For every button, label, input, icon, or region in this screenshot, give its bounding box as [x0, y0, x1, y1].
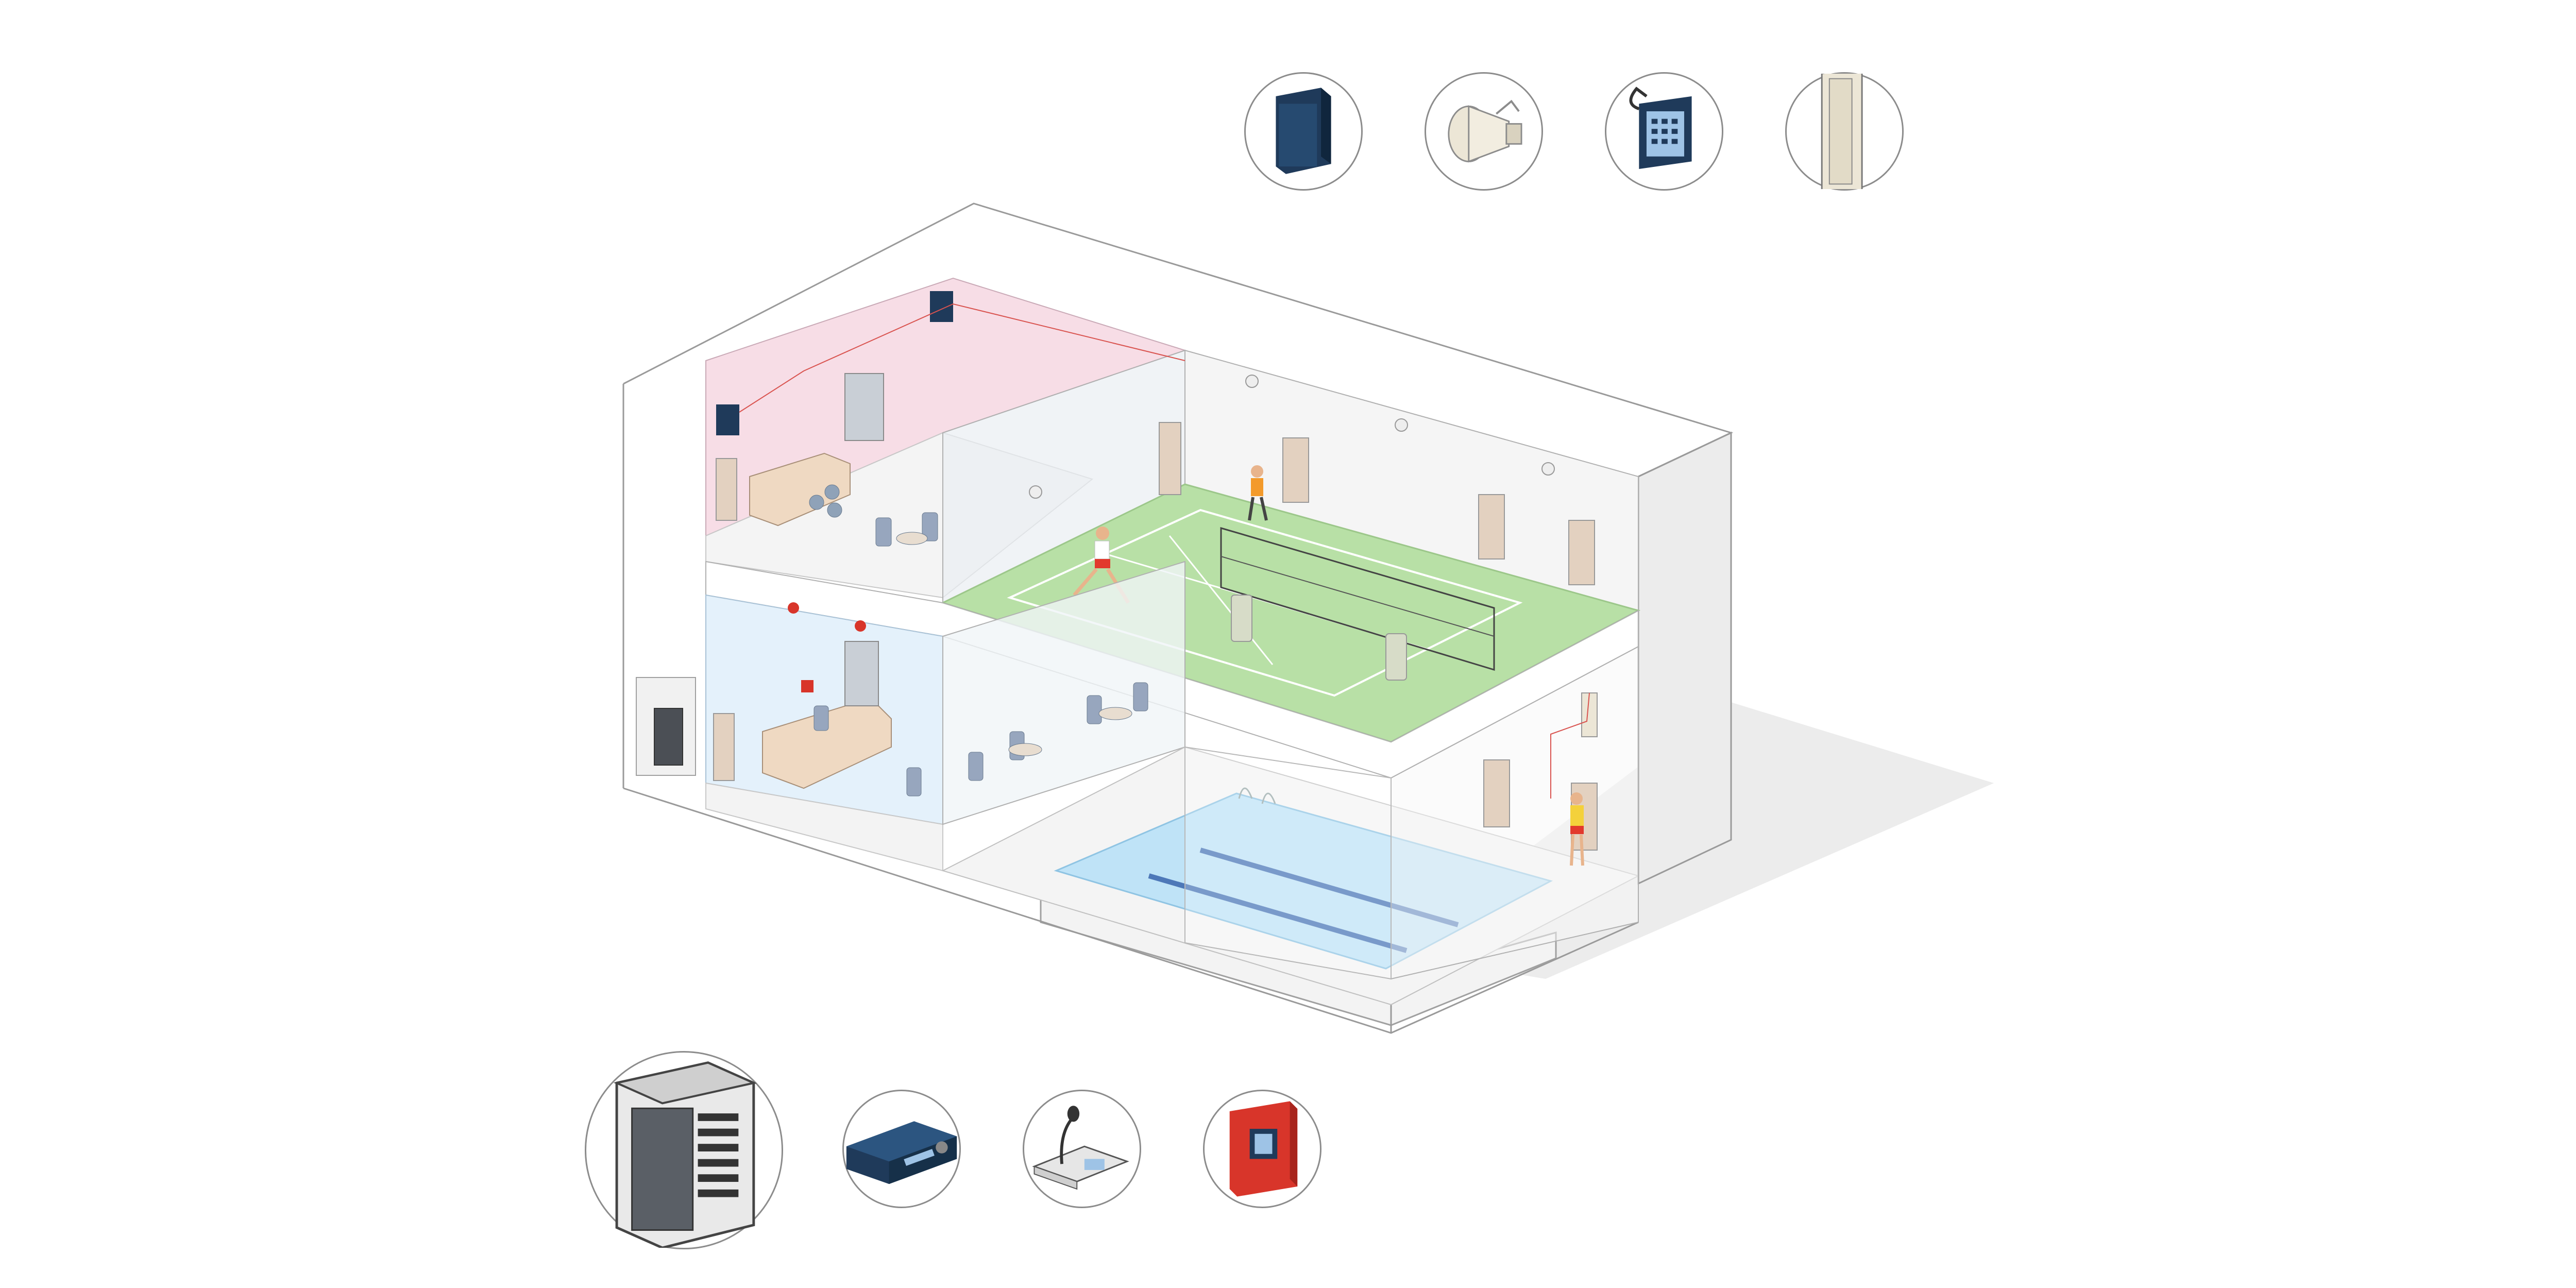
- building-end-wall: [1637, 431, 1732, 885]
- elevator-lower: [844, 641, 879, 706]
- wall-speaker-lobby-2: [930, 291, 953, 322]
- building-roof-outline: [623, 202, 1734, 478]
- fire-bell-2: [855, 620, 866, 632]
- lobby-wiring: [739, 303, 1185, 413]
- pool-column-speaker: [1581, 692, 1598, 737]
- pool-lane-1: [1148, 873, 1408, 953]
- badge-cabinet-speaker: [1244, 72, 1363, 191]
- player-orange: [1248, 465, 1268, 521]
- pool-ladder: [1238, 787, 1276, 804]
- badge-paging-microphone: [1023, 1090, 1141, 1208]
- badge-amplifier: [842, 1090, 961, 1208]
- lobby-chairs: [875, 512, 938, 547]
- amplifier-icon: [846, 1121, 957, 1184]
- fire-bell-1: [788, 602, 799, 614]
- paging-keypad-icon: [1629, 87, 1692, 170]
- court-lines: [1007, 509, 1523, 697]
- fire-alarm-panel-icon: [1229, 1101, 1298, 1197]
- lifeguard: [1570, 792, 1584, 866]
- badge-fire-alarm-panel: [1203, 1090, 1321, 1208]
- paging-microphone-icon: [1032, 1106, 1129, 1190]
- court-net: [1220, 527, 1495, 671]
- badge-column-speaker: [1785, 72, 1904, 191]
- bar-stools: [809, 484, 842, 518]
- column-speaker-icon: [1821, 74, 1863, 189]
- badge-horn-speaker: [1425, 72, 1543, 191]
- elevator-upper: [844, 373, 884, 441]
- equipment-rack-icon: [613, 1061, 757, 1248]
- badge-equipment-rack: [585, 1051, 783, 1249]
- pool-glass-divider: [1184, 746, 1392, 980]
- player-red: [1073, 527, 1130, 604]
- cafe-tables: [968, 682, 1148, 781]
- lobby-door: [716, 458, 737, 521]
- cabinet-speaker-icon: [1276, 88, 1331, 174]
- badge-paging-keypad: [1605, 72, 1723, 191]
- wall-speaker-lobby-1: [716, 404, 739, 435]
- reception-chairs: [814, 705, 922, 796]
- bar-counter: [749, 452, 851, 527]
- horn-speaker-icon: [1448, 99, 1522, 163]
